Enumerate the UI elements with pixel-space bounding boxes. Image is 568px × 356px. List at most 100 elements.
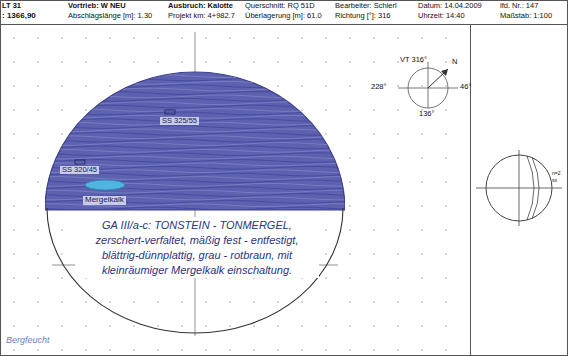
- grid-dot: [37, 157, 39, 159]
- rock-texture: [45, 132, 345, 135]
- header-field: Bearbeiter: Schierl: [335, 2, 397, 10]
- grid-dot: [349, 205, 351, 207]
- grid-dot: [61, 277, 63, 279]
- grid-dot: [349, 325, 351, 327]
- grid-dot: [61, 253, 63, 255]
- grid-dot: [421, 85, 423, 87]
- grid-dot: [445, 109, 447, 111]
- header-field: Datum: 14.04.2009: [418, 2, 482, 10]
- rock-texture: [45, 102, 345, 105]
- grid-dot: [349, 61, 351, 63]
- grid-dot: [325, 133, 327, 135]
- grid-dot: [85, 325, 87, 327]
- grid-dot: [157, 37, 159, 39]
- grid-dot: [37, 253, 39, 255]
- grid-dot: [445, 205, 447, 207]
- grid-dot: [157, 61, 159, 63]
- rock-texture: [45, 81, 345, 84]
- grid-dot: [301, 37, 303, 39]
- header-field: Ausbruch: Kalotte: [168, 2, 233, 10]
- grid-dot: [13, 277, 15, 279]
- grid-dot: [445, 85, 447, 87]
- stereonet-axis: [519, 150, 520, 226]
- rock-texture: [45, 125, 345, 128]
- grid-dot: [421, 37, 423, 39]
- grid-dot: [445, 301, 447, 303]
- rock-texture: [45, 160, 345, 163]
- grid-dot: [85, 85, 87, 87]
- header-field: LT 31: [2, 2, 21, 10]
- grid-dot: [61, 85, 63, 87]
- rock-texture: [45, 92, 345, 95]
- strike-symbol: [165, 110, 175, 114]
- grid-dot: [13, 85, 15, 87]
- grid-dot: [421, 349, 423, 351]
- grid-dot: [277, 61, 279, 63]
- grid-dot: [397, 205, 399, 207]
- grid-dot: [181, 325, 183, 327]
- grid-dot: [37, 37, 39, 39]
- grid-dot: [421, 277, 423, 279]
- grid-dot: [397, 181, 399, 183]
- grid-dot: [61, 325, 63, 327]
- grid-dot: [373, 157, 375, 159]
- grid-dot: [37, 277, 39, 279]
- grid-dot: [349, 85, 351, 87]
- grid-dot: [325, 349, 327, 351]
- grid-dot: [205, 37, 207, 39]
- grid-dot: [61, 61, 63, 63]
- grid-dot: [37, 349, 39, 351]
- grid-dot: [277, 349, 279, 351]
- grid-dot: [373, 133, 375, 135]
- grid-dot: [445, 181, 447, 183]
- grid-dot: [445, 253, 447, 255]
- grid-dot: [373, 61, 375, 63]
- grid-dot: [277, 301, 279, 303]
- grid-dot: [397, 301, 399, 303]
- grid-dot: [253, 349, 255, 351]
- grid-dots: [13, 37, 447, 351]
- rock-texture: [45, 98, 345, 101]
- great-circle: [527, 156, 534, 220]
- direction-label: VT 316°: [400, 56, 427, 64]
- grid-dot: [181, 61, 183, 63]
- grid-dot: [397, 229, 399, 231]
- strike-symbol: [75, 160, 85, 164]
- compass: [398, 62, 458, 108]
- header-field: Uhrzeit: 14:40: [418, 12, 465, 20]
- header-field: Abschlagslänge [m]: 1.30: [68, 12, 152, 20]
- grid-dot: [61, 229, 63, 231]
- rock-texture: [45, 177, 345, 180]
- moisture-note: Bergfeucht: [6, 336, 50, 346]
- grid-dot: [325, 277, 327, 279]
- grid-dot: [373, 181, 375, 183]
- grid-dot: [13, 61, 15, 63]
- grid-dot: [13, 349, 15, 351]
- grid-dot: [373, 301, 375, 303]
- grid-dot: [421, 157, 423, 159]
- grid-dot: [13, 229, 15, 231]
- rock-texture: [45, 78, 345, 81]
- grid-dot: [325, 61, 327, 63]
- joint-orientation: SS 325/55: [160, 117, 199, 125]
- grid-dot: [13, 157, 15, 159]
- rock-texture: [45, 139, 345, 142]
- grid-dot: [397, 85, 399, 87]
- grid-dot: [445, 349, 447, 351]
- header-field: Vortrieb: W NEU: [68, 2, 126, 10]
- grid-dot: [277, 37, 279, 39]
- grid-dot: [421, 181, 423, 183]
- grid-dot: [301, 349, 303, 351]
- grid-dot: [253, 37, 255, 39]
- grid-dot: [229, 349, 231, 351]
- grid-dot: [61, 301, 63, 303]
- rock-texture: [45, 129, 345, 132]
- header-field: lfd. Nr.: 147: [500, 2, 538, 10]
- grid-dot: [133, 325, 135, 327]
- grid-dot: [421, 325, 423, 327]
- grid-dot: [229, 325, 231, 327]
- grid-dot: [229, 301, 231, 303]
- grid-dot: [13, 325, 15, 327]
- grid-dot: [109, 301, 111, 303]
- rock-texture: [45, 136, 345, 139]
